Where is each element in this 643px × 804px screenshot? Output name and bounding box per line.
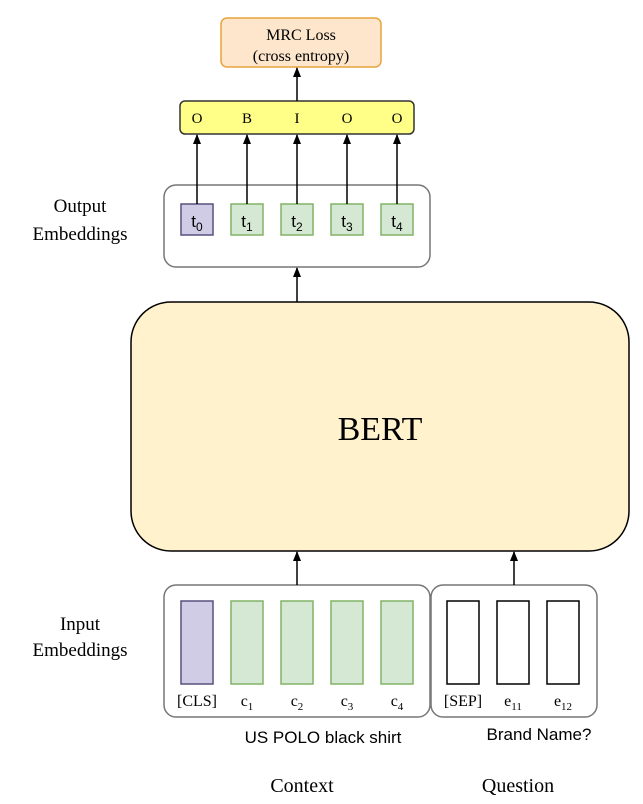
context-embedding-box (180, 600, 214, 685)
input-embeddings-label-line1: Input (60, 614, 101, 635)
question-embedding-box (546, 600, 580, 685)
arrows (193, 67, 518, 585)
bert-label: BERT (338, 411, 423, 448)
context-sentence: US POLO black shirt (245, 728, 402, 747)
context-caption: Context (270, 775, 334, 797)
tag-label: O (392, 111, 403, 127)
output-token-label: t1 (241, 212, 253, 234)
question-caption: Question (482, 775, 554, 797)
question-token-label: [SEP] (444, 693, 482, 710)
tag-label: B (242, 111, 252, 127)
output-token-label: t4 (391, 212, 403, 234)
output-embeddings-label-line2: Embeddings (33, 224, 128, 245)
question-sentence: Brand Name? (487, 725, 592, 744)
tag-label: O (192, 111, 203, 127)
context-token-label: [CLS] (177, 693, 217, 710)
tag-label: O (342, 111, 353, 127)
context-embedding-box (380, 600, 414, 685)
output-embeddings-label-line1: Output (54, 196, 108, 217)
mrc-loss-title: MRC Loss (266, 27, 336, 44)
output-token-box (380, 203, 414, 236)
mrc-loss-box: MRC Loss (cross entropy) (220, 17, 382, 68)
output-token-label: t2 (291, 212, 303, 234)
tag-label: I (295, 111, 300, 127)
output-token-label: t3 (341, 212, 353, 234)
bert-model-block: BERT (130, 301, 630, 552)
context-embedding-box (330, 600, 364, 685)
input-embeddings-label-line2: Embeddings (33, 640, 128, 661)
question-embedding-box (446, 600, 480, 685)
output-token-box (330, 203, 364, 236)
question-embedding-box (496, 600, 530, 685)
context-embedding-box (230, 600, 264, 685)
output-token-box (230, 203, 264, 236)
mrc-loss-subtitle: (cross entropy) (253, 48, 349, 65)
output-token-label: t0 (191, 212, 203, 234)
context-embedding-box (280, 600, 314, 685)
